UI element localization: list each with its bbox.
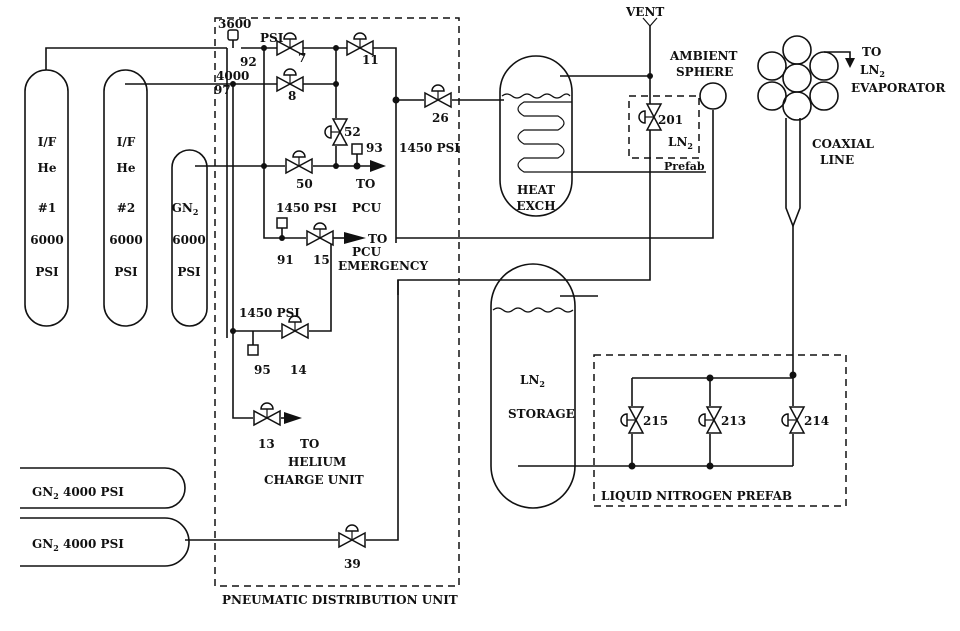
gn2-bottle-b-label: GN2 4000 PSI xyxy=(32,537,124,553)
flow-arrow-to-helium xyxy=(284,412,302,424)
label-97: 97 xyxy=(214,83,231,97)
valve-11 xyxy=(346,32,374,56)
tank3-label-5: PSI xyxy=(177,265,201,279)
valve-label-213: 213 xyxy=(721,414,746,428)
valve-label-14: 14 xyxy=(290,363,307,377)
valve-214 xyxy=(781,406,805,434)
ln2-prefab-boundary xyxy=(628,95,700,159)
label-to-evap-3: EVAPORATOR xyxy=(851,81,946,95)
tank2-label-3: #2 xyxy=(117,201,135,215)
heat-exchanger xyxy=(499,55,573,217)
sensor-93 xyxy=(351,143,363,155)
tank2-label-4: 6000 xyxy=(109,233,142,247)
label-to-helium-3: CHARGE UNIT xyxy=(264,473,364,487)
label-storage: STORAGE xyxy=(508,407,575,421)
valve-50 xyxy=(285,150,313,174)
valve-15 xyxy=(306,222,334,246)
label-emergency: EMERGENCY xyxy=(338,259,428,273)
gn2-bottle-b xyxy=(20,517,190,567)
label-to-helium-1: TO xyxy=(300,437,319,451)
label-1450-main: 1450 PSI xyxy=(399,141,460,155)
tank-if-he-2 xyxy=(103,69,148,327)
coaxial-line xyxy=(785,118,801,229)
heat-exchanger-liquid-level xyxy=(501,93,571,99)
label-to-pcu-2: TO xyxy=(368,232,387,246)
tank2-label-5: PSI xyxy=(114,265,138,279)
heat-exchanger-coil xyxy=(517,101,572,173)
label-to-pcu-1: TO xyxy=(356,177,375,191)
label-to-evap-1: TO xyxy=(862,45,881,59)
valve-label-7: 7 xyxy=(298,51,306,65)
gn2-bottle-a xyxy=(20,467,186,509)
valve-26 xyxy=(424,84,452,108)
valve-215 xyxy=(620,406,644,434)
label-1450-a: 1450 PSI xyxy=(276,201,337,215)
tank1-label-4: 6000 xyxy=(30,233,63,247)
label-to-evap-2: LN2 xyxy=(860,63,885,79)
valve-label-201: 201 xyxy=(658,113,683,127)
valve-label-8: 8 xyxy=(288,89,296,103)
valve-label-26: 26 xyxy=(432,111,449,125)
label-92: 92 xyxy=(240,55,257,69)
sensor-3600 xyxy=(227,29,239,41)
label-storage-ln2: LN2 xyxy=(520,373,545,389)
label-to-pcu-2b: PCU xyxy=(352,245,382,259)
label-exch: EXCH xyxy=(516,199,555,213)
tank2-label-2: He xyxy=(117,161,136,175)
valve-213 xyxy=(698,406,722,434)
valve-label-50: 50 xyxy=(296,177,313,191)
label-91: 91 xyxy=(277,253,294,267)
evaporator-spheres xyxy=(757,35,839,121)
sensor-95 xyxy=(247,344,259,356)
valve-13 xyxy=(253,402,281,426)
tank3-label-1: GN2 xyxy=(172,201,199,217)
tank1-label-5: PSI xyxy=(35,265,59,279)
label-ambient: AMBIENT xyxy=(669,49,737,63)
label-1450-b: 1450 PSI xyxy=(239,306,300,320)
label-sphere: SPHERE xyxy=(676,65,733,79)
sensor-91 xyxy=(276,217,288,229)
tank-gn2 xyxy=(171,149,208,327)
flow-arrow-to-pcu xyxy=(370,160,386,172)
label-ln2-prefab: LN2 xyxy=(668,135,693,151)
valve-label-13: 13 xyxy=(258,437,275,451)
valve-label-214: 214 xyxy=(804,414,829,428)
valve-39 xyxy=(338,524,366,548)
liquid-nitrogen-prefab-boundary xyxy=(593,354,847,507)
tank1-label-3: #1 xyxy=(38,201,56,215)
label-prefab: Prefab xyxy=(664,160,705,173)
valve-label-52: 52 xyxy=(344,125,361,139)
label-psi-top: PSI xyxy=(260,31,284,45)
tank1-label-1: I/F xyxy=(38,135,57,149)
label-coaxial: COAXIAL xyxy=(812,137,875,151)
valve-label-11: 11 xyxy=(362,53,379,67)
valve-8 xyxy=(276,68,304,92)
tank-if-he-1 xyxy=(24,69,69,327)
ambient-sphere xyxy=(699,82,727,110)
tank3-label-4: 6000 xyxy=(172,233,205,247)
tank2-label-1: I/F xyxy=(117,135,136,149)
label-3600: 3600 xyxy=(218,17,251,31)
label-line: LINE xyxy=(820,153,854,167)
piping xyxy=(45,17,855,541)
label-heat: HEAT xyxy=(517,183,555,197)
ln2-storage-liquid-level xyxy=(492,307,574,313)
label-93: 93 xyxy=(366,141,383,155)
label-pneumatic-distribution-unit: PNEUMATIC DISTRIBUTION UNIT xyxy=(222,593,458,607)
gn2-bottle-a-label: GN2 4000 PSI xyxy=(32,485,124,501)
valve-label-15: 15 xyxy=(313,253,330,267)
label-95: 95 xyxy=(254,363,271,377)
label-vent: VENT xyxy=(625,5,664,19)
flow-arrow-to-pcu-emergency xyxy=(344,232,366,244)
pneumatic-distribution-unit-boundary xyxy=(214,17,460,587)
ln2-storage-tank xyxy=(490,263,576,509)
label-to-helium-2: HELIUM xyxy=(288,455,346,469)
label-4000: 4000 xyxy=(216,69,249,83)
valve-label-39: 39 xyxy=(344,557,361,571)
tank1-label-2: He xyxy=(38,161,57,175)
label-to-pcu-1b: PCU xyxy=(352,201,382,215)
label-liquid-nitrogen-prefab: LIQUID NITROGEN PREFAB xyxy=(601,489,792,503)
valve-label-215: 215 xyxy=(643,414,668,428)
